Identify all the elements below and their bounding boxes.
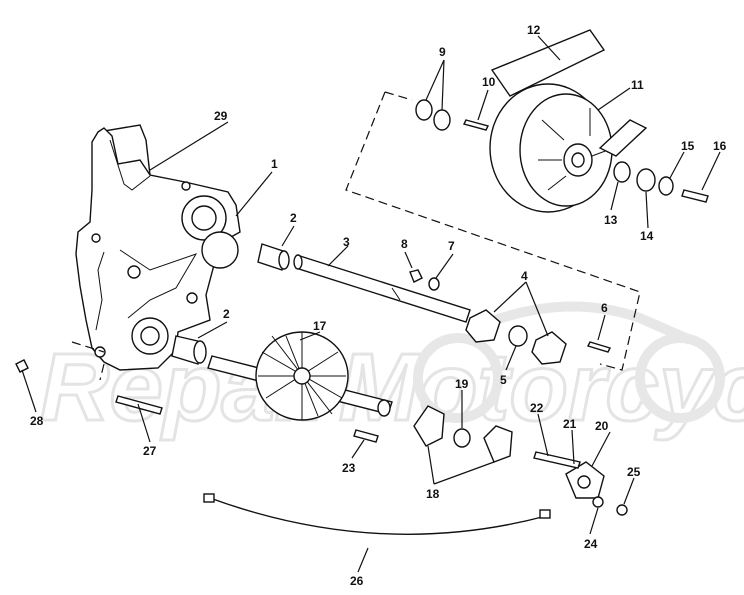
callout-29: 29 [214,109,228,123]
bearing-5 [508,325,528,347]
callout-6: 6 [601,301,608,315]
callout-7: 7 [448,239,455,253]
nut-25 [616,504,628,516]
bolt-27 [115,395,163,415]
leader-lines [21,35,721,573]
impeller-assembly [207,331,393,421]
flange-18b [483,425,513,463]
washer-7 [428,277,440,291]
callout-17: 17 [313,319,327,333]
callout-9: 9 [439,45,446,59]
callout-26: 26 [350,574,364,588]
cable-end-right [539,509,551,519]
key-10 [462,119,490,131]
bearing-19 [453,428,471,448]
bolt-6 [587,341,611,353]
washer-15 [658,176,674,196]
flange-4b [531,331,567,365]
bolt-23 [353,429,379,443]
washer-9b [433,109,451,131]
callout-24: 24 [584,537,598,551]
bolt-16 [681,189,709,203]
cable-end-left [203,493,215,503]
callout-21: 21 [563,417,577,431]
callout-14: 14 [640,229,654,243]
washer-24 [592,496,604,508]
callout-28: 28 [30,414,44,428]
cable-26 [209,497,547,535]
callout-20: 20 [595,419,609,433]
bearing-lower [171,335,207,365]
bearing-upper [257,243,290,271]
nut-8 [409,269,423,283]
callout-11: 11 [631,78,644,92]
alignment-lines [71,91,641,381]
callout-18: 18 [426,487,440,501]
nut-28 [15,359,29,373]
spacer-13 [613,161,631,183]
callout-2b: 2 [223,307,230,321]
washer-9a [415,99,433,121]
callout-15: 15 [681,139,695,153]
callout-23: 23 [342,461,356,475]
callout-1: 1 [271,157,278,171]
washer-14 [636,168,656,192]
flange-4a [465,309,501,343]
driven-pulley [489,29,648,213]
callout-10: 10 [482,75,496,89]
callout-2a: 2 [290,211,297,225]
flange-18a [413,405,445,447]
callout-3: 3 [343,235,350,249]
callout-13: 13 [604,213,618,227]
callout-22: 22 [530,401,544,415]
callout-5: 5 [500,373,507,387]
callouts: 1 2 2 3 4 5 6 7 8 9 10 11 12 13 14 15 16… [30,23,727,588]
callout-27: 27 [143,444,157,458]
callout-12: 12 [527,23,541,37]
chaincase-housing [75,124,241,371]
callout-16: 16 [713,139,727,153]
key-22 [533,451,581,469]
callout-25: 25 [627,465,641,479]
callout-19: 19 [455,377,469,391]
callout-8: 8 [401,237,408,251]
callout-4: 4 [521,269,528,283]
driveshaft-upper [293,254,471,323]
